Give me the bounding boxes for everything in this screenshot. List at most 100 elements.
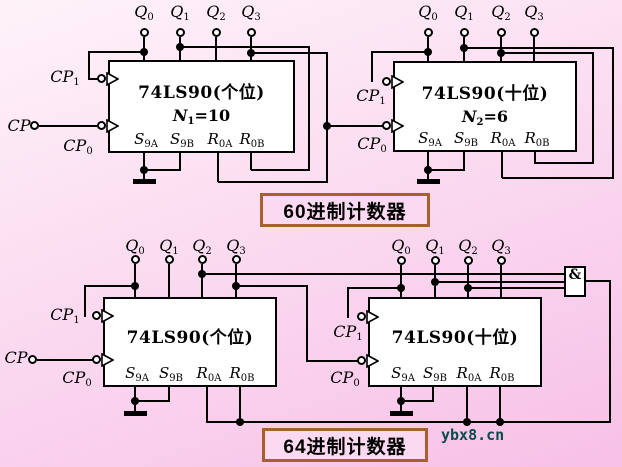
cp1-label: CP1: [50, 305, 80, 326]
pin-label-r0a: R0A: [207, 130, 233, 150]
modulus-symbol: N: [172, 106, 188, 125]
q2-terminal: [464, 256, 473, 265]
wire-segment: [251, 52, 328, 54]
wire-segment: [502, 177, 614, 179]
junction-dot: [140, 166, 148, 174]
pin-label-r0b: R0B: [489, 364, 515, 384]
q0-terminal: [397, 256, 406, 265]
pin-label-r0b: R0B: [239, 130, 265, 150]
q2-label: Q2: [458, 236, 478, 257]
wire-segment: [501, 152, 503, 178]
wire-segment: [206, 421, 611, 423]
q3-terminal: [530, 28, 539, 37]
chip-74ls90-top-units: 74LS90(个位) N1=10 S9A S9B R0A R0B: [108, 60, 295, 153]
junction-dot: [397, 397, 405, 405]
cp1-input-circle: [92, 311, 101, 320]
wire-segment: [235, 264, 237, 297]
chip-74ls90-bottom-units: 74LS90(个位) S9A S9B R0A R0B: [103, 297, 277, 387]
q3-label: Q3: [491, 236, 511, 257]
chip-title: 74LS90(十位): [421, 84, 549, 104]
junction-dot: [236, 418, 244, 426]
wire-segment: [84, 285, 86, 317]
pin-label-s9a: S9A: [134, 130, 158, 150]
caption-text: 64进制计数器: [283, 436, 407, 458]
cp1-input-wedge: [101, 309, 114, 323]
q1-label: Q1: [159, 236, 179, 257]
wire-segment: [534, 152, 536, 164]
caption-text: 60进制计数器: [283, 201, 407, 223]
pin-label-s9a: S9A: [391, 364, 415, 384]
cp0-input-circle: [382, 121, 391, 130]
cp0-input-wedge: [106, 119, 119, 133]
and-gate-label: &: [568, 267, 582, 283]
cp1-input-wedge: [106, 72, 119, 86]
wire-segment: [371, 51, 373, 82]
and-gate: &: [564, 266, 586, 297]
q0-label: Q0: [125, 236, 145, 257]
wire-segment: [306, 285, 308, 362]
wire-segment: [533, 37, 535, 61]
cp-input-label: CP: [7, 116, 31, 135]
cp1-label: CP1: [356, 86, 386, 107]
pin-label-r0a: R0A: [490, 129, 516, 149]
wire-segment: [236, 285, 308, 287]
q2-label: Q2: [491, 2, 511, 23]
wire-segment: [499, 387, 501, 423]
junction-dot: [424, 48, 432, 56]
cp0-input-circle: [357, 356, 366, 365]
wire-segment: [239, 387, 241, 423]
wire-segment: [468, 287, 564, 289]
q0-terminal: [140, 28, 149, 37]
q3-label: Q3: [241, 2, 261, 23]
pin-label-s9b: S9B: [170, 130, 194, 150]
cp0-label: CP0: [330, 368, 360, 389]
ground-symbol: [124, 411, 147, 416]
wire-segment: [427, 152, 429, 179]
wire-segment: [39, 125, 98, 127]
q3-label: Q3: [226, 236, 246, 257]
wire-segment: [250, 37, 252, 60]
wire-segment: [328, 125, 384, 127]
ground-symbol: [417, 179, 440, 184]
q0-terminal: [131, 255, 140, 264]
wire-segment: [609, 280, 611, 423]
cp-terminal: [30, 121, 39, 130]
pin-label-s9b: S9B: [159, 364, 183, 384]
wire-segment: [326, 52, 328, 183]
wire-segment: [306, 360, 358, 362]
wire-segment: [463, 152, 465, 170]
wire-segment: [88, 51, 90, 80]
chip-74ls90-bottom-tens: 74LS90(十位) S9A S9B R0A R0B: [368, 297, 542, 387]
wire-segment: [168, 264, 170, 297]
wire-segment: [435, 281, 564, 283]
junction-dot: [424, 166, 432, 174]
pin-label-s9b: S9B: [454, 129, 478, 149]
cp0-label: CP0: [357, 134, 387, 155]
pin-label-s9a: S9A: [125, 364, 149, 384]
ground-symbol: [390, 411, 413, 416]
q1-terminal: [176, 28, 185, 37]
wire-segment: [89, 51, 145, 53]
q1-terminal: [431, 256, 440, 265]
wire-segment: [466, 387, 468, 423]
pin-label-r0b: R0B: [524, 129, 550, 149]
cp1-input-wedge: [366, 310, 379, 324]
wire-segment: [464, 47, 614, 49]
ground-symbol: [133, 179, 156, 184]
cp0-input-wedge: [366, 354, 379, 368]
cp-input-label: CP: [4, 348, 28, 367]
chip-title: 74LS90(个位): [126, 328, 254, 348]
wire-segment: [143, 169, 181, 171]
cp1-input-circle: [97, 74, 106, 83]
wire-segment: [134, 264, 136, 297]
wire-segment: [251, 169, 310, 171]
junction-dot: [496, 418, 504, 426]
cp0-input-wedge: [391, 119, 404, 133]
wire-segment: [592, 52, 594, 164]
cp0-label: CP0: [62, 368, 92, 389]
pin-label-r0a: R0A: [456, 364, 482, 384]
q1-label: Q1: [425, 236, 445, 257]
cp0-input-circle: [97, 121, 106, 130]
junction-dot: [131, 397, 139, 405]
wire-segment: [85, 285, 135, 287]
